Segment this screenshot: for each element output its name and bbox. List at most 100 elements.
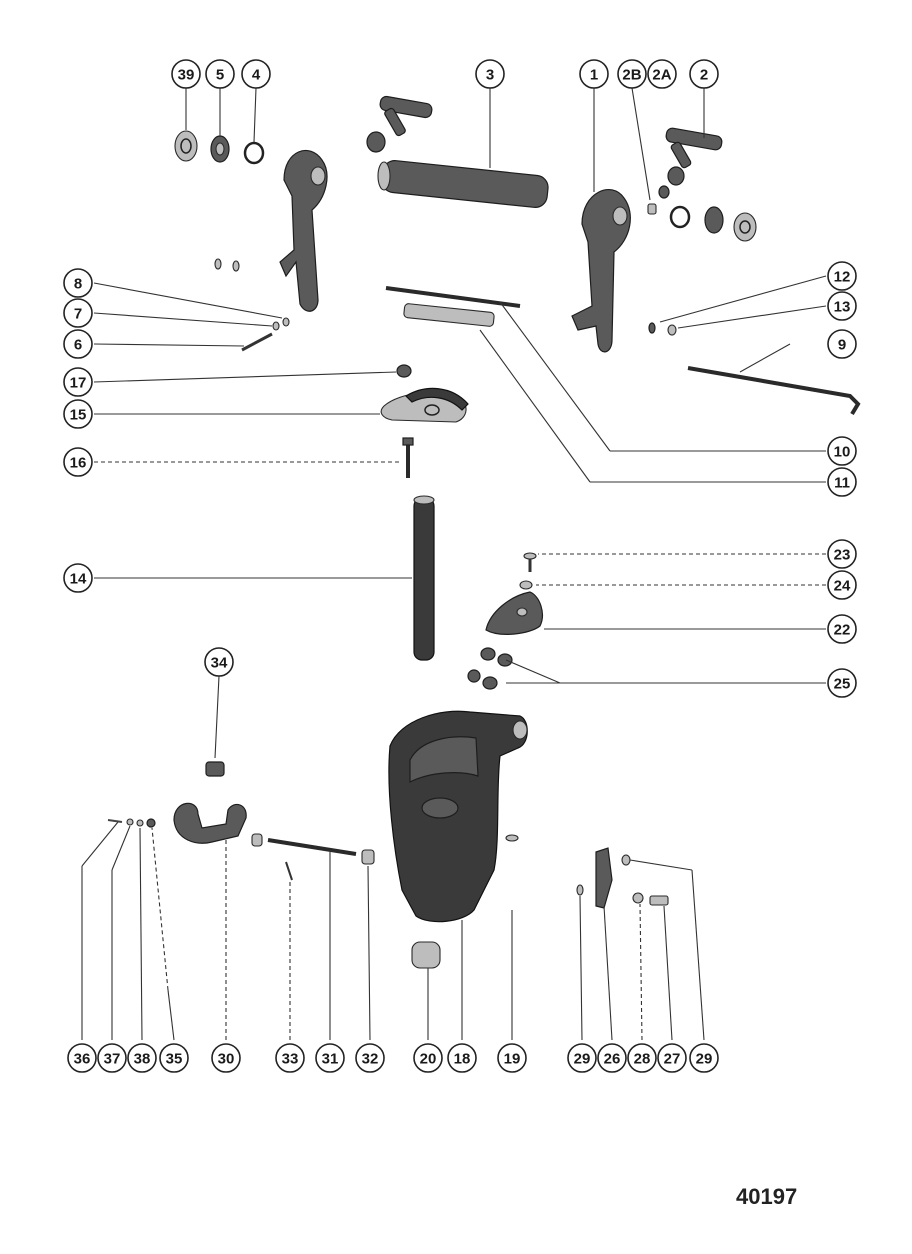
callout-circle [827, 668, 857, 698]
right-bushing [733, 212, 757, 242]
left-clamp-bracket [279, 149, 328, 312]
callout-circle [497, 1043, 527, 1073]
callout-c20: 20 [413, 1043, 443, 1073]
callout-c18: 18 [447, 1043, 477, 1073]
part-37-washer [126, 818, 134, 826]
callout-label: 31 [322, 1051, 339, 1068]
callout-c28: 28 [627, 1043, 657, 1073]
callout-circle [827, 329, 857, 359]
callout-label: 29 [574, 1051, 591, 1068]
callout-label: 3 [486, 67, 494, 84]
part-39-bushing [174, 130, 198, 162]
part-23-screw [523, 552, 537, 572]
callout-c2a: 2A [647, 59, 677, 89]
callout-circle [211, 1043, 241, 1073]
leader-lines [81, 87, 827, 1041]
callout-c27: 27 [657, 1043, 687, 1073]
callout-label: 2 [700, 67, 708, 84]
part-35-spring [146, 818, 156, 828]
callout-circle [597, 1043, 627, 1073]
callout-label: 38 [134, 1051, 151, 1068]
callout-circle [204, 647, 234, 677]
callout-circle [657, 1043, 687, 1073]
callout-c14: 14 [63, 563, 93, 593]
callout-label: 28 [634, 1051, 651, 1068]
callout-label: 35 [166, 1051, 183, 1068]
callout-circle [205, 59, 235, 89]
part-2b-washer [658, 185, 670, 199]
callout-circle [827, 291, 857, 321]
callout-circle [63, 399, 93, 429]
callout-label: 20 [420, 1051, 437, 1068]
part-8-nut [282, 317, 290, 327]
callout-label: 11 [834, 475, 850, 492]
part-27-bolt [649, 895, 669, 906]
callout-label: 19 [504, 1051, 521, 1068]
callout-c32: 32 [355, 1043, 385, 1073]
callout-circle [689, 59, 719, 89]
part-5-nut [210, 135, 230, 163]
callout-circle [159, 1043, 189, 1073]
callout-label: 7 [74, 306, 82, 323]
callout-label: 30 [218, 1051, 235, 1068]
callout-circle [315, 1043, 345, 1073]
callout-label: 37 [104, 1051, 121, 1068]
part-14-swivel-pin-tube [413, 495, 435, 661]
callout-c31: 31 [315, 1043, 345, 1073]
part-2a-o-ring [669, 205, 691, 229]
callout-circle [627, 1043, 657, 1073]
part-3-clamp-handle-left [366, 95, 433, 153]
callout-c30: 30 [211, 1043, 241, 1073]
callout-c11: 11 [827, 467, 857, 497]
part-9-tilt-pin [687, 366, 861, 416]
part-6-bolt [241, 332, 273, 352]
callout-circle [355, 1043, 385, 1073]
callout-c15: 15 [63, 399, 93, 429]
callout-label: 33 [282, 1051, 299, 1068]
part-28-nut [632, 892, 644, 904]
callout-c2: 2 [689, 59, 719, 89]
callout-circle [827, 570, 857, 600]
callout-c35: 35 [159, 1043, 189, 1073]
callout-label: 23 [834, 547, 851, 564]
part-7-washer [272, 321, 280, 331]
callout-circle [63, 367, 93, 397]
part-2b-screw [647, 203, 657, 215]
callout-label: 14 [70, 571, 87, 588]
callout-circle [647, 59, 677, 89]
callout-circle [567, 1043, 597, 1073]
callout-c19: 19 [497, 1043, 527, 1073]
callout-c24: 24 [827, 570, 857, 600]
callout-label: 5 [216, 67, 224, 84]
callout-circle [827, 436, 857, 466]
callout-label: 22 [834, 622, 851, 639]
callout-c22: 22 [827, 614, 857, 644]
callout-circle [97, 1043, 127, 1073]
part-38-washer [136, 819, 144, 827]
callout-c3: 3 [475, 59, 505, 89]
callout-c37: 37 [97, 1043, 127, 1073]
part-31-bushing-left [251, 833, 263, 847]
callout-circle [63, 563, 93, 593]
callout-label: 15 [70, 407, 87, 424]
part-31-shaft [267, 838, 357, 856]
callout-circle [689, 1043, 719, 1073]
callout-circle [63, 329, 93, 359]
part-26-latch [595, 847, 613, 909]
callout-c6: 6 [63, 329, 93, 359]
callout-circle [447, 1043, 477, 1073]
callout-label: 16 [70, 455, 87, 472]
callout-c17: 17 [63, 367, 93, 397]
callout-circle [63, 268, 93, 298]
callout-c38: 38 [127, 1043, 157, 1073]
part-15-friction-plate [380, 387, 469, 423]
right-nut [704, 206, 724, 234]
callout-c13: 13 [827, 291, 857, 321]
part-12-pin [648, 322, 656, 334]
part-34-clip [205, 761, 225, 777]
callout-c7: 7 [63, 298, 93, 328]
part-24-washer [519, 580, 533, 590]
part-25-nuts [467, 647, 513, 690]
